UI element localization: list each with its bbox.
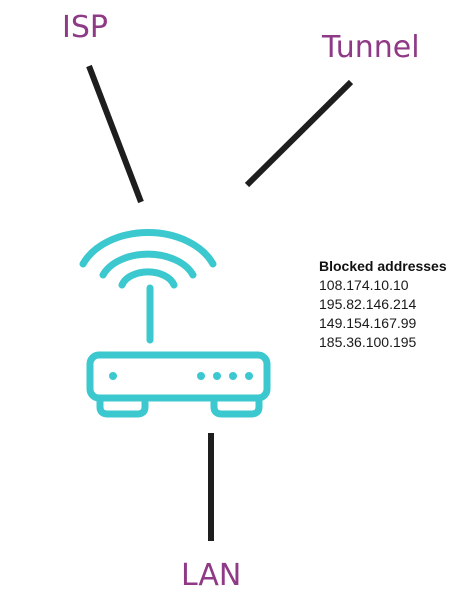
blocked-address-item: 108.174.10.10 xyxy=(319,277,409,293)
router-body-icon xyxy=(86,351,271,402)
blocked-address-item: 195.82.146.214 xyxy=(319,296,417,312)
tunnel-label: Tunnel xyxy=(322,30,420,65)
router-foot-left-icon xyxy=(96,397,149,418)
blocked-address-item: 185.36.100.195 xyxy=(319,334,417,350)
blocked-addresses-panel: Blocked addresses 108.174.10.10 195.82.1… xyxy=(319,257,447,352)
wifi-arc-inner-icon xyxy=(118,268,178,289)
router-status-lights-icon xyxy=(109,372,253,380)
lan-label: LAN xyxy=(181,558,242,593)
blocked-addresses-list: 108.174.10.10 195.82.146.214 149.154.167… xyxy=(319,276,447,352)
tunnel-connector-line xyxy=(244,79,354,188)
isp-connector-line xyxy=(86,64,144,204)
wifi-arc-outer-icon xyxy=(79,229,217,268)
blocked-address-item: 149.154.167.99 xyxy=(319,315,417,331)
isp-label: ISP xyxy=(62,10,108,45)
blocked-addresses-title: Blocked addresses xyxy=(319,258,447,274)
wifi-arc-middle-icon xyxy=(99,250,197,279)
wifi-router-icon xyxy=(79,229,271,418)
router-foot-right-icon xyxy=(210,397,263,418)
